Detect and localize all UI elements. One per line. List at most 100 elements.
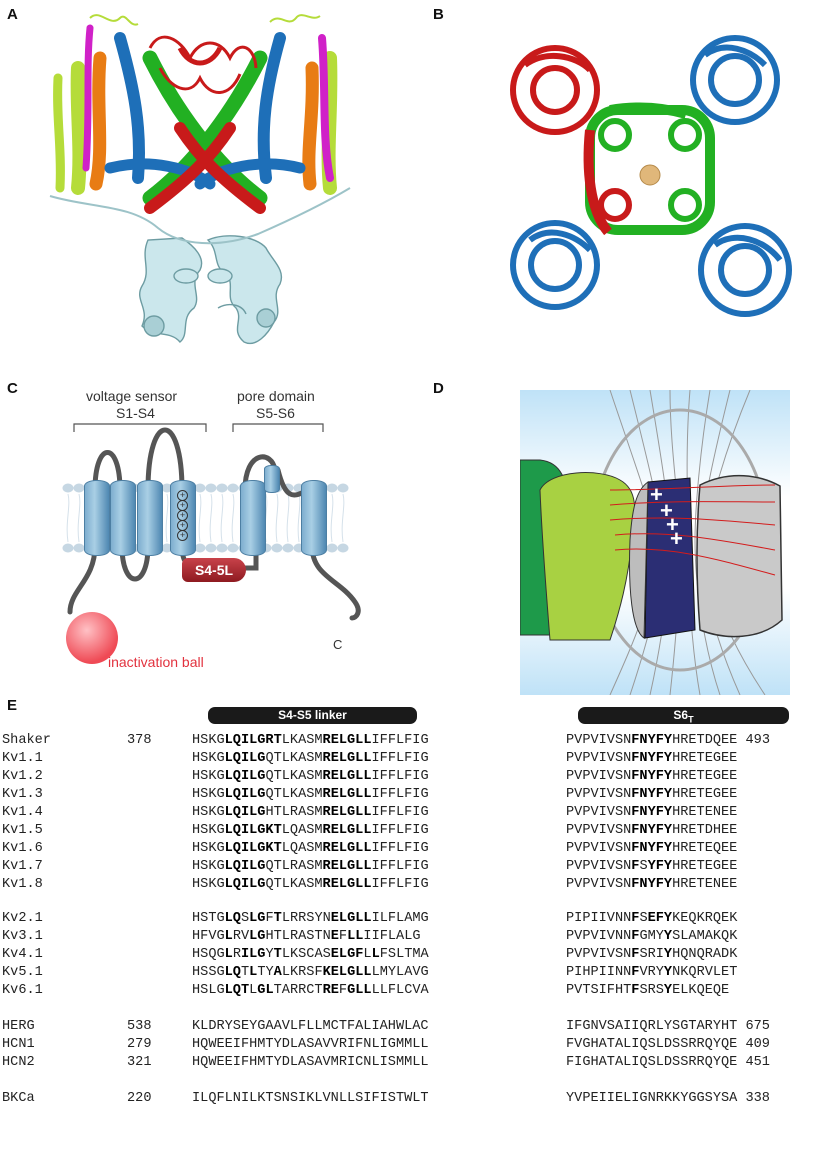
residues: QTLKASM	[265, 751, 323, 766]
residues: TY	[257, 965, 274, 980]
svg-text:+: +	[670, 526, 683, 551]
conserved-residues: F	[631, 983, 640, 998]
lipid-tail	[330, 493, 334, 543]
conserved-residues: LG	[249, 911, 266, 926]
s6-sequence: PIPIIVNNFSEFYKEQKRQEK	[566, 911, 746, 926]
residues: HQWEEIFHMTYDLASAVMRICNLISMMLL	[192, 1055, 429, 1070]
residues: PVPVIVSN	[566, 751, 632, 766]
s6-sequence: PVPVIVSNFNYFYHRETENEE	[566, 877, 746, 892]
residues: HTLRASTN	[265, 929, 331, 944]
panel-label-c: C	[7, 380, 18, 397]
conserved-residues: F	[631, 947, 640, 962]
residues: T	[240, 965, 250, 980]
residues: KLDRYSEYGAAVLFLLMCTFALIAHWLAC	[192, 1019, 429, 1034]
start-residue: 378	[127, 733, 152, 748]
lipid-head	[337, 483, 349, 493]
gating-charge-icon: +	[177, 530, 188, 541]
lipid-head	[337, 543, 349, 553]
helix-s1	[84, 480, 110, 556]
residues: NKQRVLET	[672, 965, 738, 980]
gating-charges: + + + +	[650, 482, 683, 551]
linker-sequence: HSQGLRILGYTLKSCASELGFLLFSLTMA	[192, 947, 429, 962]
linker-sequence: HSKGLQILGKTLQASMRELGLLIFFLFIG	[192, 823, 429, 838]
conserved-residues: LQILG	[224, 859, 266, 874]
lipid-head	[62, 543, 74, 553]
channel-name: Kv1.6	[2, 841, 43, 856]
electric-field-illustration: + + + +	[520, 390, 790, 695]
s6-sequence: PVPVIVSNFSRIYHQNQRADK	[566, 947, 746, 962]
residues: PVPVIVSN	[566, 733, 632, 748]
residues: L	[249, 983, 258, 998]
residues: IFFLFIG	[371, 877, 429, 892]
residues: ILFLAMG	[371, 911, 429, 926]
start-residue: 220	[127, 1091, 152, 1106]
channel-name: Kv6.1	[2, 983, 43, 998]
conserved-residues: LQILG	[224, 787, 266, 802]
residues: F	[338, 929, 348, 944]
conserved-residues: ILG	[240, 947, 266, 962]
pore-domain	[583, 102, 715, 236]
lipid-tail	[275, 493, 279, 543]
s6-sequence: PVTSIFHTFSRSYELKQEQE	[566, 983, 737, 998]
conserved-residues: FNYFY	[631, 787, 673, 802]
residues: HRETDQEE	[672, 733, 738, 748]
conserved-residues: Y	[663, 947, 673, 962]
residues: PVPVIVSN	[566, 787, 632, 802]
residues: S	[240, 911, 250, 926]
conserved-residues: LQILGKT	[224, 841, 282, 856]
residues: IFFLFIG	[371, 859, 429, 874]
conserved-residues: LL	[347, 929, 364, 944]
inactivation-ball	[66, 612, 118, 664]
lipid-tail	[286, 493, 290, 543]
residues: LKRSF	[281, 965, 323, 980]
conserved-residues: RELGLL	[322, 859, 372, 874]
s6-sequence: FVGHATALIQSLDSSRRQYQE 409	[566, 1037, 770, 1052]
svg-text:+: +	[660, 498, 673, 523]
residues: PVPVIVSN	[566, 859, 632, 874]
residues: PVPVIVSN	[566, 877, 632, 892]
lipid-tail	[231, 493, 235, 543]
pore-loops	[148, 35, 258, 94]
s4-s5-linker-label: S4-5L	[194, 562, 234, 578]
conserved-residues: Y	[663, 965, 673, 980]
conserved-residues: FNYFY	[631, 877, 673, 892]
channel-top-view-illustration	[510, 35, 792, 317]
s6-sequence: YVPEIIELIGNRKKYGGSYSA 338	[566, 1091, 770, 1106]
linker-sequence: HSKGLQILGQTLKASMRELGLLIFFLFIG	[192, 877, 429, 892]
lipid-tail	[297, 493, 301, 543]
conserved-residues: ELGF	[330, 947, 364, 962]
conserved-residues: FNYFY	[631, 841, 673, 856]
lipid-head	[227, 483, 239, 493]
s4-s5-linker-cylinder: S4-5L	[182, 558, 246, 582]
conserved-residues: RELGLL	[322, 823, 372, 838]
residues: F	[338, 983, 348, 998]
linker-sequence: KLDRYSEYGAAVLFLLMCTFALIAHWLAC	[192, 1019, 429, 1034]
s6t-header: S6T	[578, 707, 789, 724]
panel-label-b: B	[433, 6, 444, 23]
voltage-sensor-red	[510, 45, 600, 135]
lipid-head	[205, 483, 217, 493]
lipid-head	[326, 483, 338, 493]
lipid-head	[194, 483, 206, 493]
residues: PVPVIVSN	[566, 841, 632, 856]
conserved-residues: EFY	[647, 911, 673, 926]
voltage-sensor-label: voltage sensor	[86, 388, 178, 404]
lipid-head	[73, 483, 85, 493]
residues: HSTG	[192, 911, 225, 926]
residues: HSKG	[192, 805, 225, 820]
residues: HRETENEE	[672, 877, 738, 892]
lipid-head	[161, 543, 173, 553]
conserved-residues: RELGLL	[322, 787, 372, 802]
residues: IIFLALG	[363, 929, 421, 944]
conserved-residues: RE	[322, 983, 339, 998]
residues: S	[639, 911, 648, 926]
residues: LQASM	[281, 823, 323, 838]
conserved-residues: L	[371, 947, 380, 962]
lipid-tail	[165, 493, 169, 543]
residues: KEQKRQEK	[672, 911, 738, 926]
conserved-residues: LQILG	[224, 805, 266, 820]
conserved-residues: A	[273, 965, 282, 980]
linker-sequence: HSTGLQSLGFTLRRSYNELGLLILFLAMG	[192, 911, 429, 926]
lipid-head	[161, 483, 173, 493]
residues: RV	[232, 929, 250, 944]
